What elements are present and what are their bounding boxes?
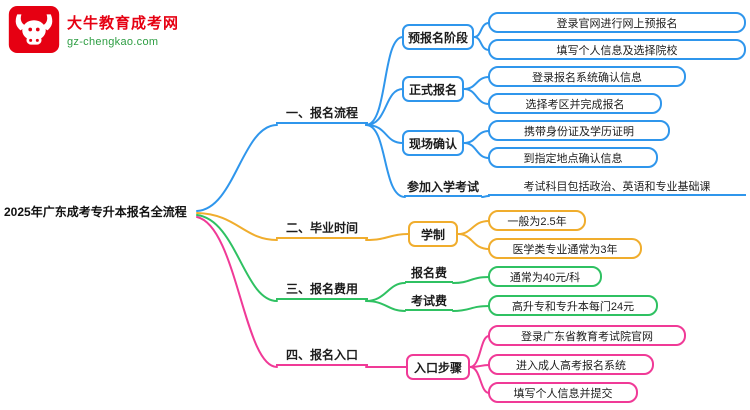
connector [196, 124, 278, 212]
leaf-node: 高升专和专升本每门24元 [488, 295, 658, 316]
bull-icon [8, 6, 60, 53]
logo-domain: gz-chengkao.com [67, 35, 159, 48]
leaf-node: 通常为40元/科 [488, 266, 602, 287]
leaf-node: 选择考区并完成报名 [488, 93, 662, 114]
leaf-node: 填写个人信息并提交 [488, 382, 638, 403]
connector [469, 335, 490, 368]
leaf-node: 携带身份证及学历证明 [488, 120, 670, 141]
connector [365, 88, 404, 126]
leaf-node: 登录广东省教育考试院官网 [488, 325, 686, 346]
connector [469, 366, 490, 394]
connector [452, 305, 490, 312]
connector [196, 216, 278, 368]
connector [365, 124, 404, 144]
leaf-node: 登录官网进行网上预报名 [488, 12, 746, 33]
branch-node-registration-fees: 三、报名费用 [276, 278, 368, 300]
connector [365, 124, 406, 198]
connector [469, 364, 490, 368]
connector [457, 220, 490, 235]
connector [473, 22, 490, 38]
logo-text: 大牛教育成考网 gz-chengkao.com [67, 12, 179, 48]
sub-node-entrance-exam: 参加入学考试 [404, 177, 482, 197]
connector [365, 300, 406, 312]
connector [196, 214, 278, 302]
sub-node-preregistration: 预报名阶段 [402, 24, 474, 50]
branch-node-registration-process: 一、报名流程 [276, 102, 368, 124]
sub-node-entry-steps: 入口步骤 [406, 354, 470, 380]
leaf-node: 到指定地点确认信息 [488, 147, 658, 168]
leaf-node: 一般为2.5年 [488, 210, 586, 231]
leaf-node: 考试科目包括政治、英语和专业基础课 [488, 178, 746, 196]
leaf-node: 登录报名系统确认信息 [488, 66, 686, 87]
root-node: 2025年广东成考专升本报名全流程 [4, 205, 187, 219]
leaf-node: 医学类专业通常为3年 [488, 238, 642, 259]
connector [463, 142, 490, 159]
leaf-node: 进入成人高考报名系统 [488, 354, 654, 375]
connector [452, 276, 490, 284]
site-logo: 大牛教育成考网 gz-chengkao.com [8, 6, 179, 53]
branch-node-graduation-time: 二、毕业时间 [276, 217, 368, 239]
connector [365, 282, 406, 302]
sub-node-study-duration: 学制 [408, 221, 458, 247]
connector [457, 233, 490, 250]
connector [365, 36, 404, 126]
logo-brand: 大牛教育成考网 [67, 14, 180, 32]
sub-node-formal-registration: 正式报名 [402, 76, 464, 102]
connector [196, 212, 278, 241]
leaf-node: 填写个人信息及选择院校 [488, 39, 746, 60]
sub-node-registration-fee: 报名费 [405, 263, 453, 283]
connector [463, 88, 490, 105]
connector [463, 130, 490, 144]
branch-node-registration-entry: 四、报名入口 [276, 344, 368, 366]
sub-node-onsite-confirmation: 现场确认 [402, 130, 464, 156]
connector [365, 233, 409, 241]
sub-node-exam-fee: 考试费 [405, 291, 453, 311]
connector [463, 76, 490, 90]
connector [473, 36, 490, 51]
connector [481, 195, 490, 198]
